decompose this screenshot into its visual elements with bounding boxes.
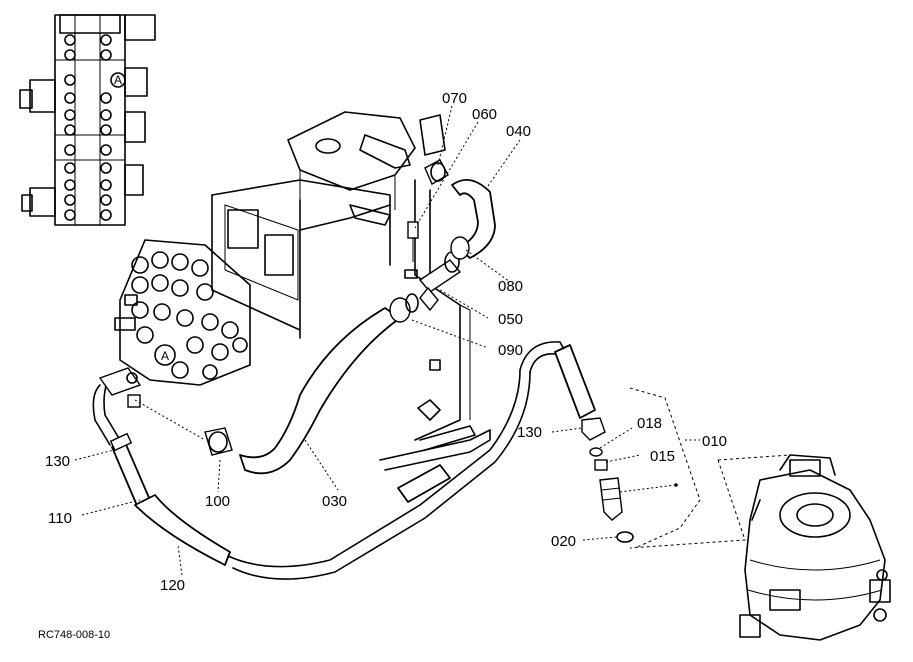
- inset-view-a-letter: A: [114, 73, 122, 87]
- washer-018: [589, 447, 603, 457]
- drawing-reference: RC748-008-10: [38, 629, 110, 641]
- hose-110: [111, 439, 151, 509]
- hoses: [92, 178, 596, 580]
- callout-010: 010: [702, 433, 727, 450]
- bolt-060: [407, 221, 419, 239]
- callout-100: 100: [205, 493, 230, 510]
- callout-060: 060: [472, 106, 497, 123]
- kit-outlines: [134, 387, 791, 549]
- oring-020: [616, 531, 634, 543]
- callout-090: 090: [498, 342, 523, 359]
- hose-sleeve: [397, 464, 451, 503]
- tee-fitting-050: [418, 259, 462, 293]
- frame-body: [211, 111, 491, 471]
- callout-015: 015: [650, 448, 675, 465]
- valve-fitting: [98, 367, 142, 396]
- elbow-130-right: [581, 417, 606, 441]
- hose-030: [239, 307, 401, 475]
- inset-view-a-marker: [110, 72, 126, 88]
- hose-upper-return: [554, 344, 596, 419]
- leader-lines: [74, 105, 700, 576]
- control-valve: A: [114, 239, 251, 386]
- pump-assembly: [739, 454, 891, 641]
- valve-view-a-letter: A: [161, 349, 169, 363]
- fitting-015: [594, 459, 608, 471]
- callout-130-right: 130: [517, 424, 542, 441]
- callout-120: 120: [160, 577, 185, 594]
- callout-080: 080: [498, 278, 523, 295]
- callout-110: 110: [48, 510, 72, 527]
- callout-030: 030: [322, 493, 347, 510]
- inset-valve-view: A: [19, 14, 156, 226]
- callout-050: 050: [498, 311, 523, 328]
- hose-120: [134, 494, 231, 566]
- clamp-130-left: [109, 432, 133, 452]
- callout-018: 018: [637, 415, 662, 432]
- callout-020: 020: [551, 533, 576, 550]
- clamp-090: [389, 297, 411, 323]
- clamp-080: [450, 236, 470, 260]
- callout-130-left: 130: [45, 453, 70, 470]
- valve-view-a-marker: [154, 344, 176, 366]
- callout-labels: 070 060 040 080 050 090 130 018 015 010 …: [45, 90, 727, 594]
- callout-070: 070: [442, 90, 467, 107]
- callout-040: 040: [506, 123, 531, 140]
- fittings: [98, 159, 634, 543]
